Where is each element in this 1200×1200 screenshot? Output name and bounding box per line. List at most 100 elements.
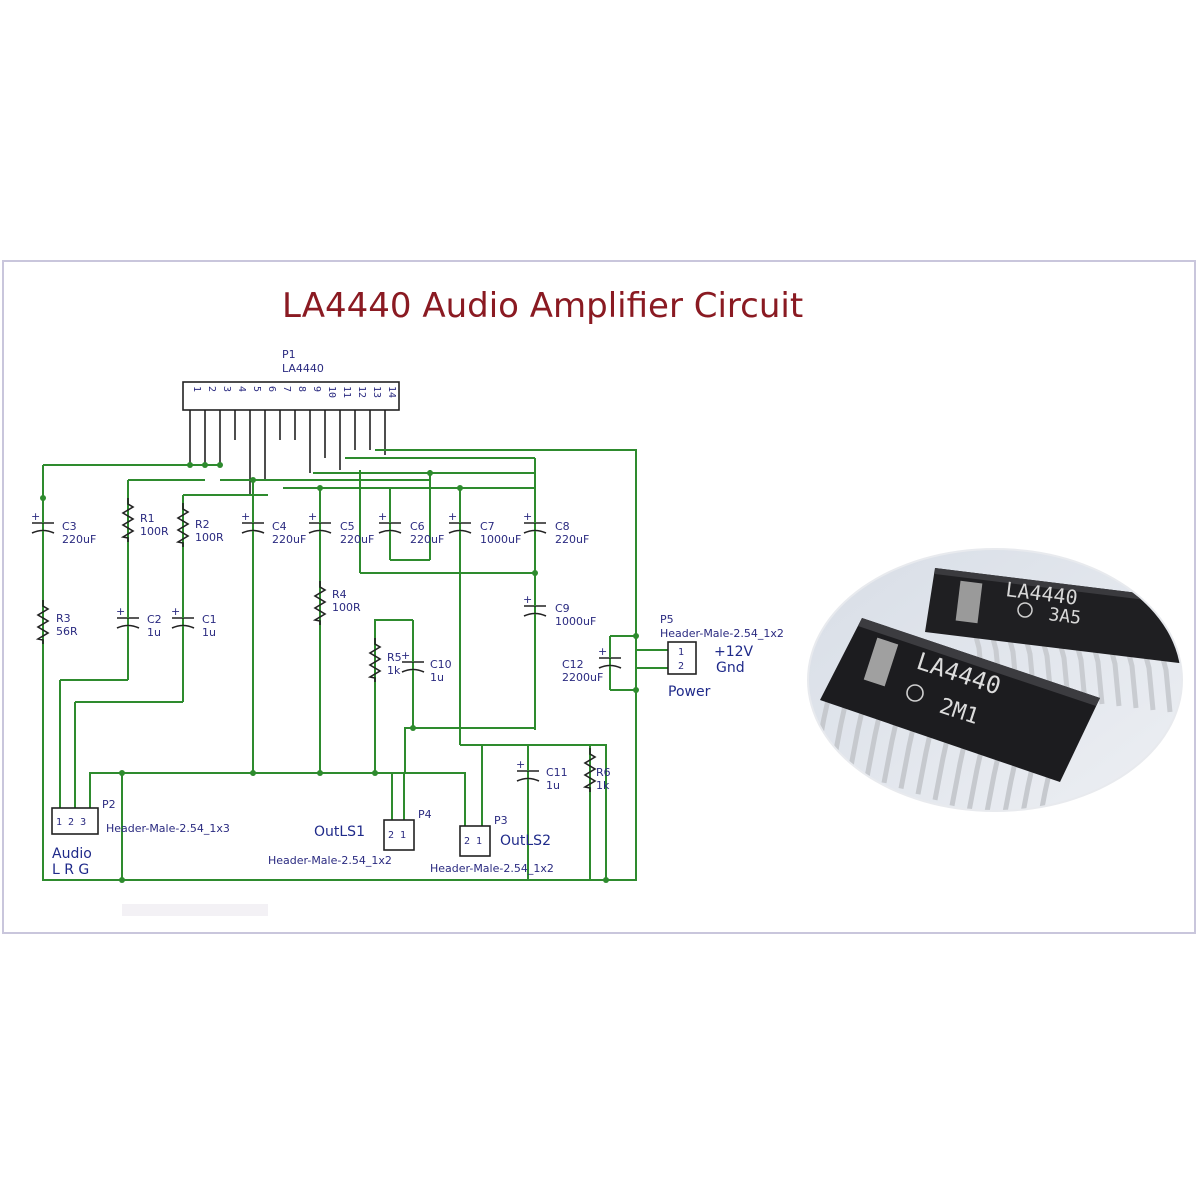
c8-ref: C8 [555, 520, 570, 533]
ic-pin-label: 12 [356, 386, 367, 398]
r3-value: 56R [56, 625, 78, 638]
p2-sub: L R G [52, 862, 89, 878]
p5-label-gnd: Gnd [716, 660, 745, 676]
svg-text:2 1: 2 1 [464, 836, 482, 847]
svg-text:+: + [598, 645, 607, 658]
svg-text:+: + [171, 605, 180, 618]
svg-text:+: + [241, 510, 250, 523]
c4-value: 220uF [272, 533, 306, 546]
connector-p4: 2 1 P4 OutLS1 Header-Male-2.54_1x2 [268, 808, 432, 867]
svg-text:+: + [116, 605, 125, 618]
c1-value: 1u [202, 626, 216, 639]
p2-ref: P2 [102, 798, 116, 811]
c1-ref: C1 [202, 613, 217, 626]
junctions [40, 462, 639, 883]
ic-pin-label: 10 [326, 386, 337, 398]
ic-pin-label: 1 [191, 386, 202, 392]
svg-text:+: + [523, 510, 532, 523]
ic-pin-label: 8 [296, 386, 307, 392]
c5-value: 220uF [340, 533, 374, 546]
svg-text:1: 1 [678, 647, 684, 658]
c8-value: 220uF [555, 533, 589, 546]
p5-label-12v: +12V [714, 644, 754, 660]
ic-pin-leads [189, 410, 386, 495]
c11-value: 1u [546, 779, 560, 792]
c3-ref: C3 [62, 520, 77, 533]
r6-ref: R6 [596, 766, 611, 779]
p4-value: Header-Male-2.54_1x2 [268, 854, 392, 867]
r6-value: 1k [596, 779, 610, 792]
ic-pin-label: 7 [281, 386, 292, 392]
ic-pin-label: 9 [311, 386, 322, 392]
c7-value: 1000uF [480, 533, 521, 546]
svg-text:+: + [448, 510, 457, 523]
ic-ref: P1 [282, 348, 296, 361]
svg-text:+: + [401, 649, 410, 662]
c10-ref: C10 [430, 658, 452, 671]
c6-ref: C6 [410, 520, 425, 533]
connector-p5: 1 2 P5 Header-Male-2.54_1x2 +12V Gnd Pow… [660, 613, 784, 700]
r1-value: 100R [140, 525, 169, 538]
c2-ref: C2 [147, 613, 162, 626]
components: +C3220uFR1100RR2100R+C4220uF+C5220uF+C62… [31, 498, 622, 792]
p5-value: Header-Male-2.54_1x2 [660, 627, 784, 640]
svg-text:+: + [308, 510, 317, 523]
ic-pin-label: 14 [386, 386, 397, 398]
r5-ref: R5 [387, 651, 402, 664]
p5-ref: P5 [660, 613, 674, 626]
connector-p2: 1 2 3 P2 Header-Male-2.54_1x3 Audio L R … [51, 798, 230, 878]
chip-photo: LA4440 3A5 LA4440 2M1 [807, 548, 1183, 812]
p5-name: Power [668, 684, 711, 700]
c12-ref: C12 [562, 658, 584, 671]
p3-name: OutLS2 [500, 833, 551, 849]
diagram-title: LA4440 Audio Amplifier Circuit [282, 286, 804, 326]
c12-value: 2200uF [562, 671, 603, 684]
c6-value: 220uF [410, 533, 444, 546]
ic-pin-label: 3 [221, 386, 232, 392]
chip-top: LA4440 3A5 [925, 568, 1181, 665]
connector-p3: 2 1 P3 OutLS2 Header-Male-2.54_1x2 [430, 814, 554, 875]
c9-value: 1000uF [555, 615, 596, 628]
svg-text:1 2 3: 1 2 3 [56, 817, 86, 828]
ic-pin-label: 6 [266, 386, 277, 392]
ic-value: LA4440 [282, 362, 324, 375]
svg-text:3A5: 3A5 [1047, 604, 1082, 629]
p3-ref: P3 [494, 814, 508, 827]
svg-text:+: + [523, 593, 532, 606]
svg-text:+: + [516, 758, 525, 771]
c11-ref: C11 [546, 766, 568, 779]
ic-pin-label: 4 [236, 386, 247, 392]
ic-pin-label: 11 [341, 386, 352, 398]
ic-pin-label: 13 [371, 386, 382, 398]
wiring [42, 449, 668, 881]
c9-ref: C9 [555, 602, 570, 615]
r1-ref: R1 [140, 512, 155, 525]
p4-ref: P4 [418, 808, 432, 821]
c2-value: 1u [147, 626, 161, 639]
r4-ref: R4 [332, 588, 347, 601]
p3-value: Header-Male-2.54_1x2 [430, 862, 554, 875]
svg-text:+: + [378, 510, 387, 523]
p2-name: Audio [52, 846, 92, 862]
c5-ref: C5 [340, 520, 355, 533]
